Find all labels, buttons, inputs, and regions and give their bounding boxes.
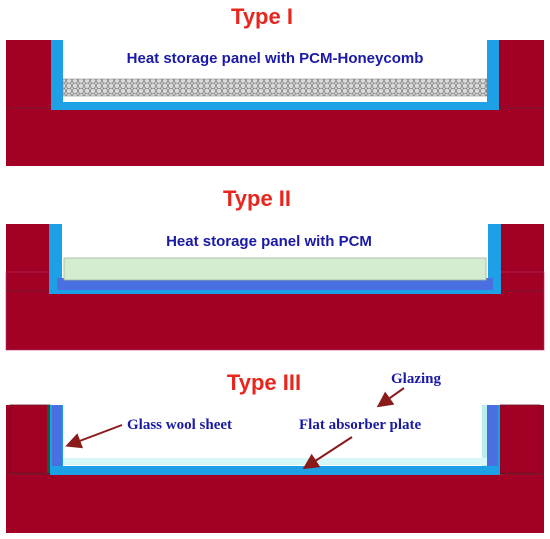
type3-glass-wool-sheet-right [487,405,498,466]
absorber-arrow [302,436,353,470]
type2-section: Type II Heat storage panel with PCM [5,186,545,351]
type2-title: Type II [223,186,291,211]
type1-honeycomb-layer [62,78,488,97]
type3-section: Type III Glazing Glass wool sheet Flat a… [6,370,544,533]
glazing-label: Glazing [391,371,442,387]
type3-inner-edge [482,405,487,466]
type1-section: Type I Heat storage panel with PCM-Honey… [6,4,544,166]
type3-glass-wool-sheet [52,405,62,466]
type3-title: Type III [227,370,301,395]
glass-wool-label: Glass wool sheet [127,417,232,433]
glass-wool-arrow [65,424,123,449]
type1-title: Type I [231,4,293,29]
glazing-arrow [376,387,405,408]
type1-panel-label: Heat storage panel with PCM-Honeycomb [127,50,424,67]
type3-absorber-plate [63,458,487,465]
type2-pcm-layer [63,257,487,281]
absorber-label: Flat absorber plate [299,417,422,433]
type2-panel-label: Heat storage panel with PCM [166,233,372,250]
